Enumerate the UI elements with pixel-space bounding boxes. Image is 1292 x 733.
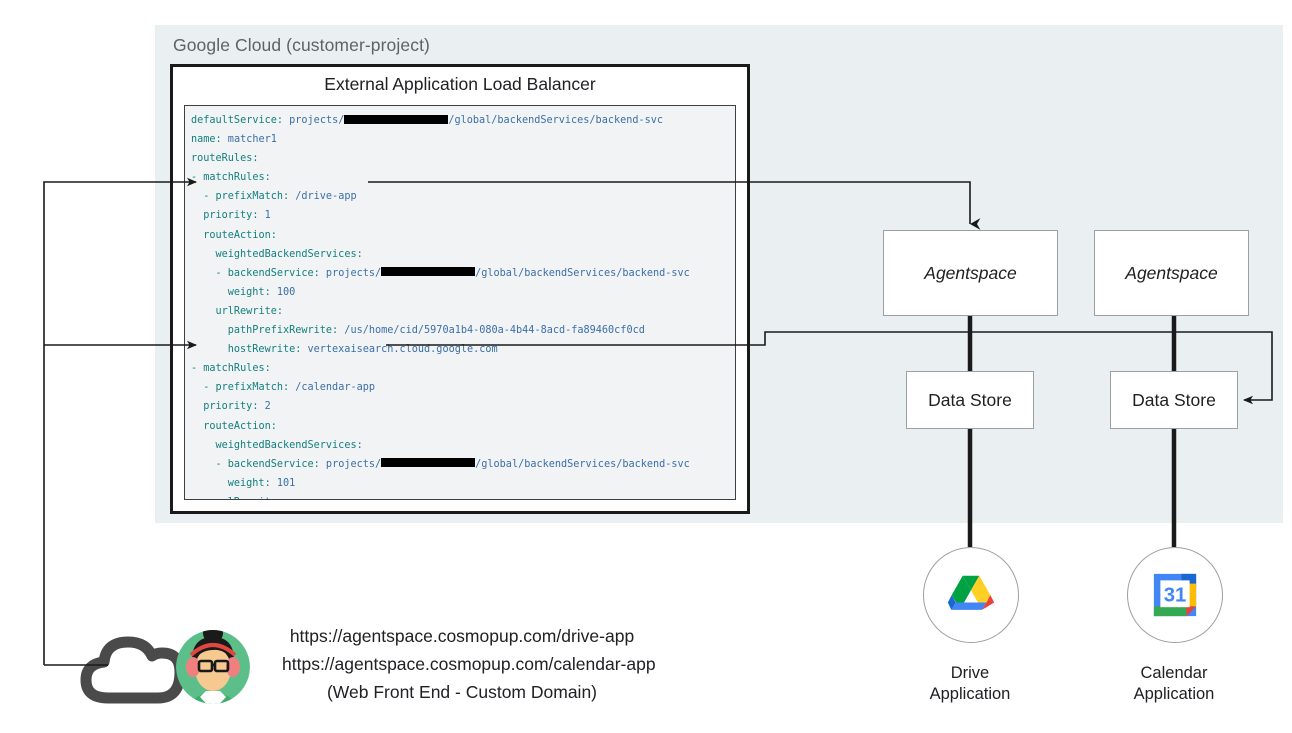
- user-avatar-icon: [176, 630, 250, 704]
- yaml-value: /drive-app: [289, 191, 357, 203]
- yaml-key: priority:: [203, 210, 259, 222]
- yaml-key: - backendService:: [215, 458, 320, 470]
- drive-application-circle[interactable]: [923, 547, 1019, 643]
- yaml-line: - prefixMatch: /drive-app: [191, 187, 735, 206]
- yaml-key: - matchRules:: [191, 363, 271, 375]
- yaml-line: weight: 101: [191, 474, 735, 493]
- redaction-bar: [381, 458, 476, 468]
- yaml-key: weightedBackendServices:: [215, 439, 363, 451]
- yaml-key: urlRewrite:: [216, 497, 283, 499]
- yaml-key: - prefixMatch:: [203, 191, 290, 203]
- drive-label-line2: Application: [929, 685, 1011, 703]
- yaml-line: name: matcher1: [191, 130, 735, 149]
- yaml-key: routeRules:: [191, 153, 259, 165]
- yaml-line: defaultService: projects/ /global/backend…: [191, 111, 735, 130]
- google-cloud-panel-title: Google Cloud (customer-project): [173, 35, 430, 55]
- yaml-value: /calendar-app: [289, 382, 375, 394]
- calendar-label-line1: Calendar: [1140, 664, 1208, 682]
- yaml-value-tail: /global/backendServices/backend-svc: [448, 115, 664, 126]
- yaml-key: priority:: [203, 401, 259, 413]
- yaml-value: 2: [258, 401, 271, 413]
- yaml-key: hostRewrite:: [227, 344, 302, 356]
- yaml-value: matcher1: [221, 134, 277, 146]
- calendar-application-circle[interactable]: 31: [1127, 547, 1223, 643]
- yaml-key: routeAction:: [203, 420, 277, 432]
- yaml-line: urlRewrite:: [191, 302, 735, 321]
- yaml-value-tail: /global/backendServices/backend-svc: [475, 267, 690, 279]
- yaml-key: weightedBackendServices:: [215, 248, 363, 260]
- frontend-url-captions: https://agentspace.cosmopup.com/drive-ap…: [282, 622, 656, 706]
- yaml-value: 1: [258, 210, 271, 222]
- yaml-value: 101: [270, 477, 296, 489]
- yaml-line: priority: 2: [191, 397, 735, 416]
- yaml-line: hostRewrite: vertexaisearch.cloud.google…: [191, 340, 735, 359]
- drive-application-label: Drive Application: [870, 663, 1070, 705]
- data-store-node-2[interactable]: Data Store: [1110, 371, 1238, 429]
- calendar-application-label: Calendar Application: [1074, 663, 1274, 705]
- yaml-key: routeAction:: [203, 229, 277, 241]
- yaml-key: defaultService:: [191, 115, 284, 126]
- yaml-line: routeAction:: [191, 417, 735, 436]
- calendar-label-line2: Application: [1133, 685, 1215, 703]
- yaml-line: - matchRules:: [191, 168, 735, 187]
- yaml-line: - backendService: projects/ /global/backe…: [191, 455, 735, 474]
- drive-label-line1: Drive: [950, 664, 990, 682]
- yaml-key: name:: [191, 134, 222, 146]
- yaml-key: - backendService:: [215, 267, 320, 279]
- yaml-value: 100: [270, 286, 296, 298]
- frontend-caption: (Web Front End - Custom Domain): [326, 682, 598, 702]
- url-calendar-app: https://agentspace.cosmopup.com/calendar…: [282, 654, 656, 674]
- url-drive-app: https://agentspace.cosmopup.com/drive-ap…: [289, 626, 635, 646]
- yaml-key: - matchRules:: [191, 172, 271, 184]
- url-map-yaml-code-block: defaultService: projects/ /global/backend…: [184, 105, 736, 500]
- yaml-key: urlRewrite:: [215, 305, 283, 317]
- yaml-key: pathPrefixRewrite:: [227, 325, 339, 337]
- yaml-line: priority: 1: [191, 206, 735, 225]
- yaml-line: urlRewrite:: [191, 493, 735, 499]
- google-calendar-icon: 31: [1153, 573, 1197, 617]
- yaml-line: - matchRules:: [191, 359, 735, 378]
- yaml-value: projects/: [283, 115, 345, 126]
- yaml-line: weightedBackendServices:: [191, 245, 735, 264]
- yaml-value: vertexaisearch.cloud.google.com: [301, 344, 498, 356]
- yaml-line: routeRules:: [191, 149, 735, 168]
- yaml-value: projects/: [319, 458, 382, 470]
- yaml-line: pathPrefixRewrite: /us/home/cid/5970a1b4…: [191, 321, 735, 340]
- yaml-key: weight:: [227, 286, 271, 298]
- yaml-line: weightedBackendServices:: [191, 436, 735, 455]
- load-balancer-title: External Application Load Balancer: [324, 74, 596, 94]
- yaml-line: - backendService: projects/ /global/backe…: [191, 264, 735, 283]
- yaml-value: projects/: [319, 267, 382, 279]
- yaml-line: routeAction:: [191, 226, 735, 245]
- google-drive-icon: [947, 575, 995, 610]
- redaction-bar: [381, 267, 476, 277]
- yaml-line: weight: 100: [191, 283, 735, 302]
- yaml-line: - prefixMatch: /calendar-app: [191, 378, 735, 397]
- agentspace-node-2[interactable]: Agentspace: [1094, 230, 1249, 316]
- agentspace-node-1[interactable]: Agentspace: [883, 230, 1058, 316]
- data-store-node-1[interactable]: Data Store: [906, 371, 1034, 429]
- yaml-value-tail: /global/backendServices/backend-svc: [475, 458, 690, 470]
- calendar-day-number: 31: [1164, 585, 1187, 607]
- redaction-bar: [344, 114, 449, 124]
- yaml-value: /us/home/cid/5970a1b4-080a-4b44-8acd-fa8…: [338, 325, 645, 337]
- yaml-key: - prefixMatch:: [203, 382, 290, 394]
- yaml-key: weight:: [227, 477, 271, 489]
